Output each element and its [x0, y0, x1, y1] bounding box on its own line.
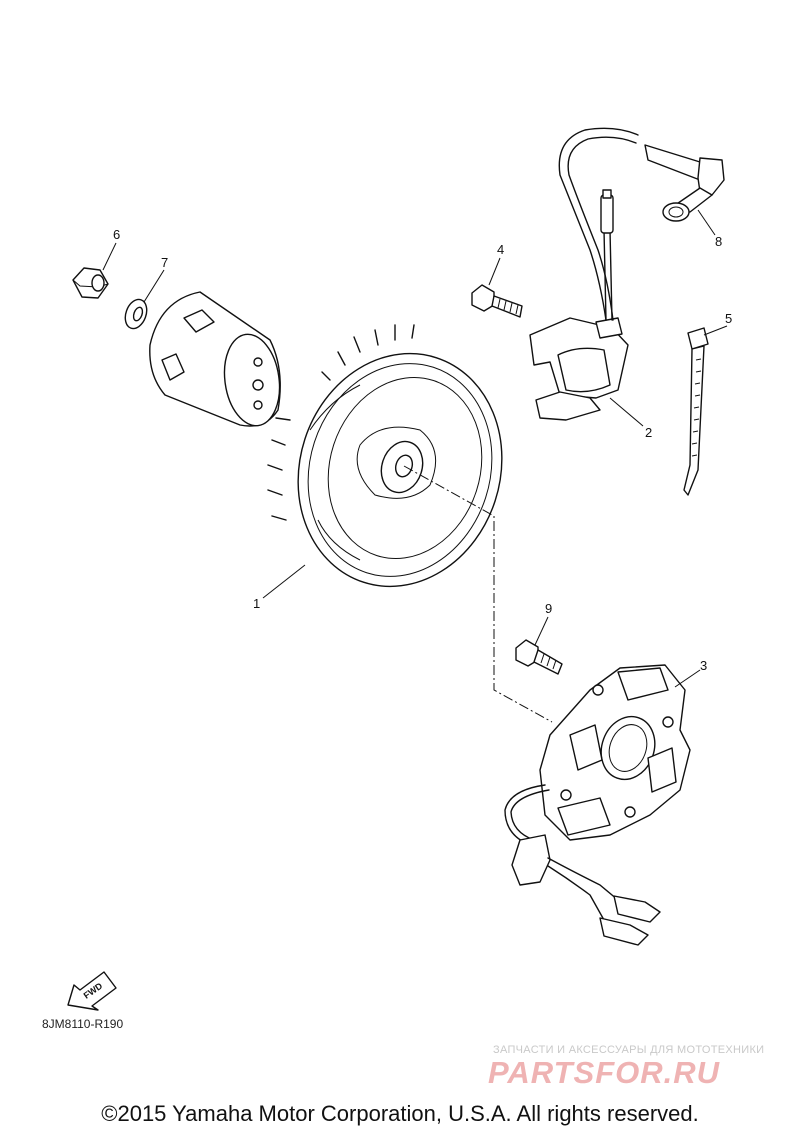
part-8-plug-cap[interactable]	[644, 144, 725, 222]
fwd-arrow-icon: FWD	[67, 971, 117, 1011]
copyright-notice: ©2015 Yamaha Motor Corporation, U.S.A. A…	[101, 1101, 699, 1126]
part-3-stator[interactable]	[504, 664, 691, 946]
watermark-logo: PARTSFOR.RU	[488, 1055, 721, 1090]
callout-7: 7	[161, 255, 168, 270]
part-1-flywheel[interactable]	[267, 324, 532, 613]
callout-9: 9	[545, 601, 552, 616]
flywheel-hub	[149, 291, 281, 427]
callout-8: 8	[715, 234, 722, 249]
callout-4: 4	[497, 242, 504, 257]
part-6-nut[interactable]	[72, 267, 109, 299]
part-2-ignition-coil[interactable]	[529, 127, 639, 421]
callout-1: 1	[253, 596, 260, 611]
diagram-code: 8JM8110-R190	[42, 1017, 124, 1031]
part-9-bolt[interactable]	[515, 639, 563, 675]
part-5-cable-tie[interactable]	[683, 327, 709, 496]
callout-3: 3	[700, 658, 707, 673]
callout-2: 2	[645, 425, 652, 440]
watermark-tagline: ЗАПЧАСТИ И АКСЕССУАРЫ ДЛЯ МОТОТЕХНИКИ	[493, 1044, 765, 1056]
leader-lines	[102, 209, 728, 688]
part-4-bolt[interactable]	[471, 284, 523, 318]
part-7-washer[interactable]	[121, 296, 150, 331]
assembly-center-line	[403, 465, 553, 723]
callout-6: 6	[113, 227, 120, 242]
callout-5: 5	[725, 311, 732, 326]
